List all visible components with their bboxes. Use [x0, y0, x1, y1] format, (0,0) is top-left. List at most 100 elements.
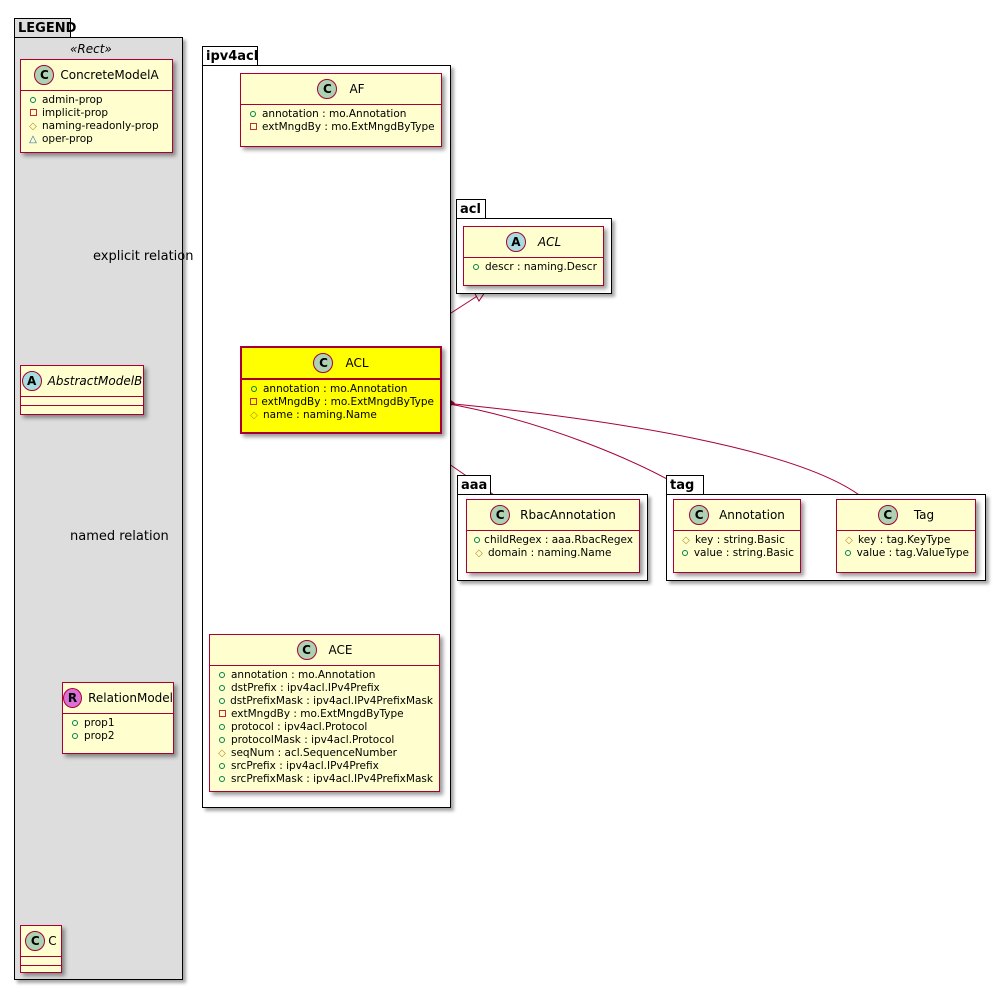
class-spot-icon: C	[877, 505, 898, 525]
attribute-text: extMngdBy : mo.ExtMngdByType	[262, 121, 435, 133]
class-name: Tag	[913, 508, 935, 522]
class-spot-icon: C	[296, 640, 317, 660]
class-attributes: key : string.Basic value : string.Basic	[674, 531, 800, 564]
public-visibility-icon	[69, 730, 81, 743]
class-spot-icon: A	[505, 232, 526, 252]
attribute-text: key : tag.KeyType	[858, 534, 951, 546]
class-attributes: admin-prop implicit-prop naming-readonly…	[21, 91, 172, 150]
tag-class[interactable]: C Tag key : tag.KeyType value : tag.Valu…	[836, 499, 976, 573]
public-visibility-icon	[216, 760, 228, 773]
attribute-row: descr : naming.Descr	[470, 261, 597, 274]
class-name: AF	[349, 82, 365, 96]
aaa-package-name: aaa	[461, 478, 488, 493]
class-spot-icon: C	[317, 79, 338, 99]
acl-abstract-class[interactable]: A ACL descr : naming.Descr	[463, 226, 604, 286]
attribute-row: admin-prop	[27, 94, 166, 107]
attribute-row: prop1	[69, 717, 167, 730]
attribute-row: oper-prop	[27, 133, 166, 146]
attribute-text: dstPrefixMask : ipv4acl.IPv4PrefixMask	[230, 695, 433, 707]
public-visibility-icon	[248, 383, 260, 396]
class-header: R RelationModel	[63, 683, 173, 714]
attribute-text: srcPrefixMask : ipv4acl.IPv4PrefixMask	[231, 773, 433, 785]
class-spot-icon: C	[34, 65, 55, 85]
public-visibility-icon	[216, 669, 228, 682]
attribute-row: domain : naming.Name	[473, 547, 633, 560]
attribute-text: value : tag.ValueType	[856, 547, 969, 559]
class-attributes: key : tag.KeyType value : tag.ValueType	[837, 531, 975, 564]
class-header: A AbstractModelB	[21, 366, 143, 397]
attribute-row: value : tag.ValueType	[843, 547, 969, 560]
public-visibility-icon	[843, 547, 854, 560]
class-header: C AF	[241, 74, 441, 105]
attribute-row: extMngdBy : mo.ExtMngdByType	[216, 708, 433, 721]
acl-package-tab: acl	[456, 199, 486, 219]
public-visibility-icon	[69, 717, 81, 730]
class-name: ACL	[345, 356, 369, 370]
attribute-text: prop1	[84, 717, 115, 729]
class-header: C Tag	[837, 500, 975, 531]
attribute-row: prop2	[69, 730, 167, 743]
class-empty-section	[21, 957, 61, 966]
class-attributes: annotation : mo.Annotation dstPrefix : i…	[210, 666, 439, 790]
attribute-row: key : tag.KeyType	[843, 534, 969, 547]
abstract-model-class[interactable]: A AbstractModelB	[20, 365, 144, 415]
acl-tag-composition-line	[443, 402, 863, 498]
legend-package-tab: LEGEND	[14, 18, 76, 38]
attribute-text: key : string.Basic	[695, 534, 785, 546]
attribute-row: dstPrefix : ipv4acl.IPv4Prefix	[216, 682, 433, 695]
class-spot-icon: C	[313, 353, 334, 373]
attribute-text: annotation : mo.Annotation	[263, 383, 408, 395]
class-name: Annotation	[719, 508, 785, 522]
attribute-text: childRegex : aaa.RbacRegex	[484, 534, 633, 546]
tag-package-name: tag	[670, 478, 695, 493]
class-spot-icon: C	[490, 505, 511, 525]
class-name: AbstractModelB	[47, 374, 143, 388]
rbac-annotation-class[interactable]: C RbacAnnotation childRegex : aaa.RbacRe…	[466, 499, 640, 573]
attribute-text: oper-prop	[42, 133, 93, 145]
attribute-text: dstPrefix : ipv4acl.IPv4Prefix	[231, 682, 380, 694]
private-visibility-icon	[216, 708, 228, 721]
protected-visibility-icon	[843, 534, 855, 547]
c-model-class[interactable]: C C	[20, 925, 62, 973]
attribute-text: implicit-prop	[42, 107, 109, 119]
protected-visibility-icon	[680, 534, 692, 547]
attribute-row: srcPrefixMask : ipv4acl.IPv4PrefixMask	[216, 773, 433, 786]
relation-model-class[interactable]: R RelationModel prop1 prop2	[62, 682, 174, 754]
attribute-row: naming-readonly-prop	[27, 120, 166, 133]
attribute-row: implicit-prop	[27, 107, 166, 120]
attribute-text: descr : naming.Descr	[485, 261, 597, 273]
class-header: C Annotation	[674, 500, 800, 531]
protected-visibility-icon	[27, 120, 39, 133]
public-visibility-icon	[216, 721, 228, 734]
class-spot-icon: R	[63, 688, 83, 708]
public-visibility-icon	[216, 734, 228, 747]
attribute-row: protocol : ipv4acl.Protocol	[216, 721, 433, 734]
tag-package-tab: tag	[666, 475, 704, 495]
class-attributes: descr : naming.Descr	[464, 258, 603, 278]
public-visibility-icon	[27, 94, 39, 107]
attribute-text: seqNum : acl.SequenceNumber	[231, 747, 397, 759]
protected-visibility-icon	[248, 409, 260, 422]
attribute-row: srcPrefix : ipv4acl.IPv4Prefix	[216, 760, 433, 773]
attribute-text: extMngdBy : mo.ExtMngdByType	[231, 708, 404, 720]
legend-stereotype: «Rect»	[70, 42, 112, 56]
named-relation-label: named relation	[70, 529, 169, 544]
attribute-row: extMngdBy : mo.ExtMngdByType	[247, 121, 435, 134]
public-visibility-icon	[470, 261, 482, 274]
ace-class[interactable]: C ACE annotation : mo.Annotation dstPref…	[209, 634, 440, 792]
class-attributes: annotation : mo.Annotation extMngdBy : m…	[242, 380, 440, 426]
acl-main-class[interactable]: C ACL annotation : mo.Annotation extMngd…	[240, 346, 442, 434]
class-header: C C	[21, 926, 61, 957]
public-visibility-icon	[216, 682, 228, 695]
attribute-row: extMngdBy : mo.ExtMngdByType	[248, 396, 434, 409]
legend-package-name: LEGEND	[18, 21, 77, 36]
class-attributes: annotation : mo.Annotation extMngdBy : m…	[241, 105, 441, 138]
attribute-text: naming-readonly-prop	[42, 120, 159, 132]
public-visibility-icon	[216, 773, 228, 786]
class-spot-icon: C	[25, 931, 46, 951]
annotation-class[interactable]: C Annotation key : string.Basic value : …	[673, 499, 801, 573]
public-visibility-icon	[247, 108, 259, 121]
concrete-model-class[interactable]: C ConcreteModelA admin-prop implicit-pro…	[20, 59, 173, 153]
af-class[interactable]: C AF annotation : mo.Annotation extMngdB…	[240, 73, 442, 147]
